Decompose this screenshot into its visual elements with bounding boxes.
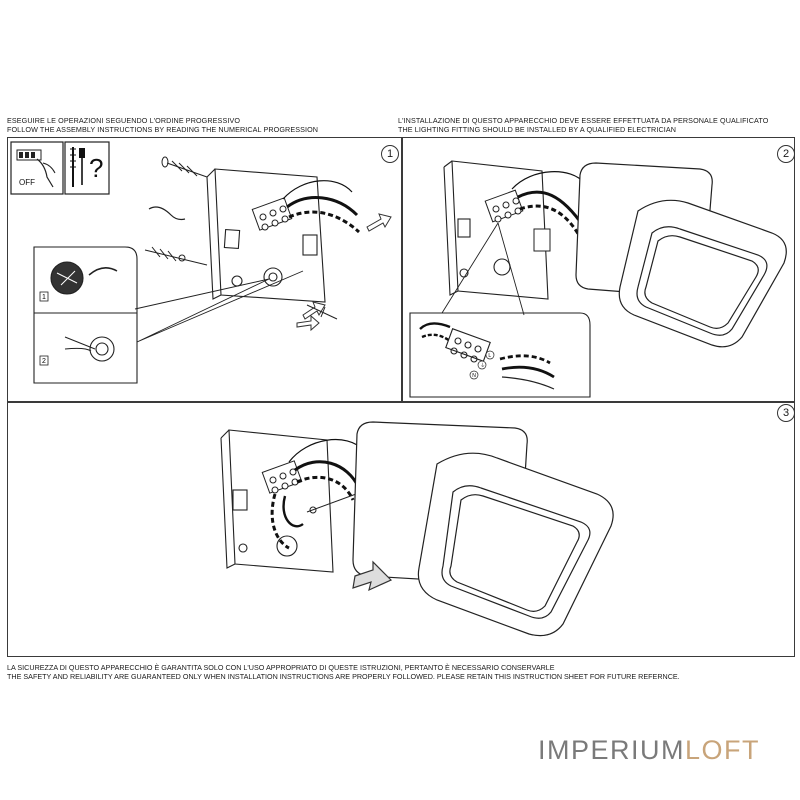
header-left: ESEGUIRE LE OPERAZIONI SEGUENDO L'ORDINE…	[7, 116, 319, 134]
terminal-block	[251, 197, 293, 231]
arrow-icon	[352, 560, 393, 592]
arrow-icon-right	[366, 213, 392, 232]
lamp-head	[618, 199, 787, 348]
mains-cables	[270, 438, 364, 550]
wall-plate	[206, 168, 326, 303]
callout-leader-lines	[134, 270, 304, 343]
screw-and-plug-top	[161, 156, 208, 178]
header-left-english: FOLLOW THE ASSEMBLY INSTRUCTIONS BY READ…	[7, 124, 319, 134]
step-number-3: 3	[777, 404, 795, 422]
step-3-illustration	[220, 421, 614, 637]
header-right-english: THE LIGHTING FITTING SHOULD BE INSTALLED…	[398, 124, 677, 134]
wiring-detail-inset	[409, 312, 591, 398]
brand-logo-part2: LOFT	[684, 735, 760, 765]
step-2-panel	[402, 137, 795, 402]
arrow-icon-bottom	[296, 301, 326, 332]
power-off-icon	[10, 141, 64, 195]
terminal-block	[261, 460, 303, 494]
off-label: OFF	[19, 178, 35, 187]
terminal-label-l: L	[488, 353, 491, 359]
step-number-2: 2	[777, 145, 795, 163]
brand-logo: IMPERIUMLOFT	[538, 735, 760, 766]
callout-leader-lines	[441, 222, 525, 316]
mains-cables	[511, 171, 586, 238]
wall-plate	[220, 429, 334, 573]
detail-inset	[33, 246, 138, 384]
terminal-block	[484, 189, 524, 223]
header-right: L'INSTALLAZIONE DI QUESTO APPARECCHIO DE…	[398, 116, 769, 134]
screw-and-plug-bottom	[144, 246, 208, 266]
header-right-italian: L'INSTALLAZIONE DI QUESTO APPARECCHIO DE…	[398, 116, 769, 125]
question-mark-icon: ?	[89, 153, 103, 183]
header-left-italian: ESEGUIRE LE OPERAZIONI SEGUENDO L'ORDINE…	[7, 116, 241, 125]
step-number-1: 1	[381, 145, 399, 163]
terminal-label-earth: ⏚	[480, 362, 485, 369]
inset-label-2: 2	[42, 358, 46, 365]
cable-clamp	[533, 228, 551, 252]
brand-logo-part1: IMPERIUM	[537, 735, 685, 765]
terminal-label-n: N	[472, 373, 476, 379]
step-1-panel	[7, 137, 402, 402]
inset-label-1: 1	[42, 294, 46, 301]
inset-label-box-2	[39, 355, 49, 366]
footer-italian: LA SICUREZZA DI QUESTO APPARECCHIO È GAR…	[7, 663, 555, 672]
tools-icon	[64, 141, 110, 195]
terminal-labels: L ⏚ N	[469, 350, 495, 380]
mains-cables	[282, 180, 361, 234]
step-2-illustration: L ⏚ N	[409, 160, 787, 398]
footer-english: THE SAFETY AND RELIABILITY ARE GUARANTEE…	[7, 671, 680, 681]
screw-bottom	[306, 304, 338, 320]
footer-notice: LA SICUREZZA DI QUESTO APPARECCHIO È GAR…	[7, 663, 680, 681]
step-1-illustration: OFF ?	[10, 141, 392, 384]
cable-clamp	[148, 206, 186, 221]
wall-plate	[443, 160, 549, 300]
inset-label-box-1	[39, 291, 49, 302]
step-3-panel	[7, 402, 795, 657]
lamp-head	[417, 452, 614, 637]
